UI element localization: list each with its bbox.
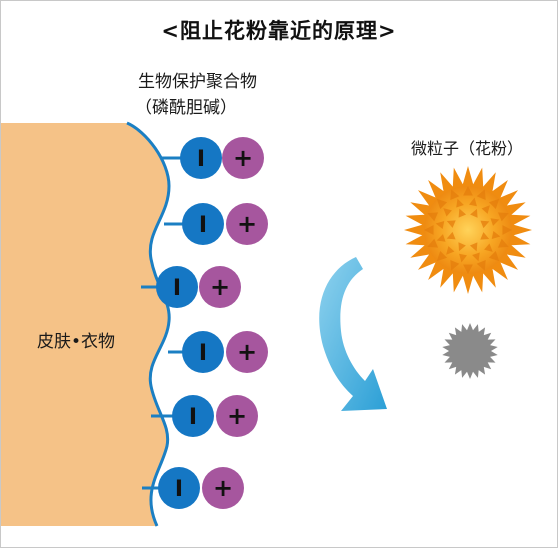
pollen-texture-mark — [446, 231, 456, 240]
skin-wave-line — [126, 121, 171, 527]
minus-symbol: I — [197, 147, 205, 172]
pollen-texture — [424, 186, 512, 274]
pollen-texture-mark — [481, 205, 490, 214]
polymer-sub-label: （磷酰胆碱） — [135, 98, 237, 118]
pollen-texture-mark — [472, 252, 480, 262]
molecule-3: I + — [141, 266, 241, 308]
pollen-texture-mark — [476, 189, 486, 201]
pollen-texture-mark — [443, 208, 452, 217]
minus-symbol: I — [199, 341, 207, 366]
pollen-texture-mark — [463, 264, 473, 274]
plus-symbol: + — [237, 210, 257, 238]
molecule-1: I + — [162, 137, 264, 179]
pollen-texture-mark — [480, 232, 490, 240]
pollen-texture-mark — [450, 259, 460, 271]
pollen-texture-mark — [446, 246, 455, 255]
pollen-texture-mark — [446, 220, 456, 228]
molecule-5: I + — [151, 395, 258, 437]
minus-symbol: I — [175, 477, 183, 502]
pollen-texture-mark — [458, 242, 466, 252]
skin-surface — [1, 123, 170, 526]
molecule-6: I + — [142, 467, 244, 509]
pollen-texture-mark — [424, 225, 434, 235]
particle-label: 微粒子（花粉） — [411, 139, 524, 158]
pollen-texture-mark — [436, 250, 448, 262]
molecule-2: I + — [164, 203, 268, 245]
repel-arrow — [319, 257, 387, 411]
pollen-texture-mark — [456, 198, 464, 208]
pollen-texture-mark — [458, 208, 467, 218]
molecule-4: I + — [168, 331, 268, 373]
plus-symbol: + — [227, 402, 247, 430]
pollen-texture-mark — [502, 225, 512, 235]
minus-symbol: I — [173, 276, 181, 301]
pollen-texture-mark — [491, 231, 501, 239]
pollen-texture-mark — [469, 197, 477, 207]
plus-symbol: + — [213, 474, 233, 502]
pollen-texture-mark — [497, 212, 509, 222]
pollen-texture-mark — [476, 259, 486, 271]
small-particle — [442, 323, 498, 379]
pollen-texture-mark — [463, 186, 473, 196]
pollen-texture-mark — [436, 198, 448, 210]
pollen-texture-mark — [427, 238, 439, 248]
pollen-particle — [424, 186, 512, 274]
pollen-texture-mark — [435, 221, 445, 229]
pollen-texture-mark — [484, 243, 493, 252]
skin-label: 皮肤•衣物 — [37, 332, 116, 352]
plus-symbol: + — [233, 144, 253, 172]
diagram-title: <阻止花粉靠近的原理> — [161, 19, 397, 43]
plus-symbol: + — [237, 338, 257, 366]
pollen-texture-mark — [470, 208, 478, 218]
plus-symbol: + — [210, 273, 230, 301]
polymer-label: 生物保护聚合物 — [138, 72, 257, 92]
pollen-texture-mark — [480, 220, 490, 229]
pollen-texture-mark — [488, 198, 500, 210]
pollen-texture-mark — [469, 242, 478, 252]
pollen-texture-mark — [436, 234, 446, 242]
pollen-texture-mark — [488, 250, 500, 262]
pollen-texture-mark — [490, 218, 500, 226]
minus-symbol: I — [199, 213, 207, 238]
minus-symbol: I — [189, 405, 197, 430]
pollen-texture-mark — [497, 238, 509, 248]
pollen-texture-mark — [459, 253, 467, 263]
pollen-texture-mark — [427, 212, 439, 222]
pollen-texture-mark — [450, 189, 460, 201]
